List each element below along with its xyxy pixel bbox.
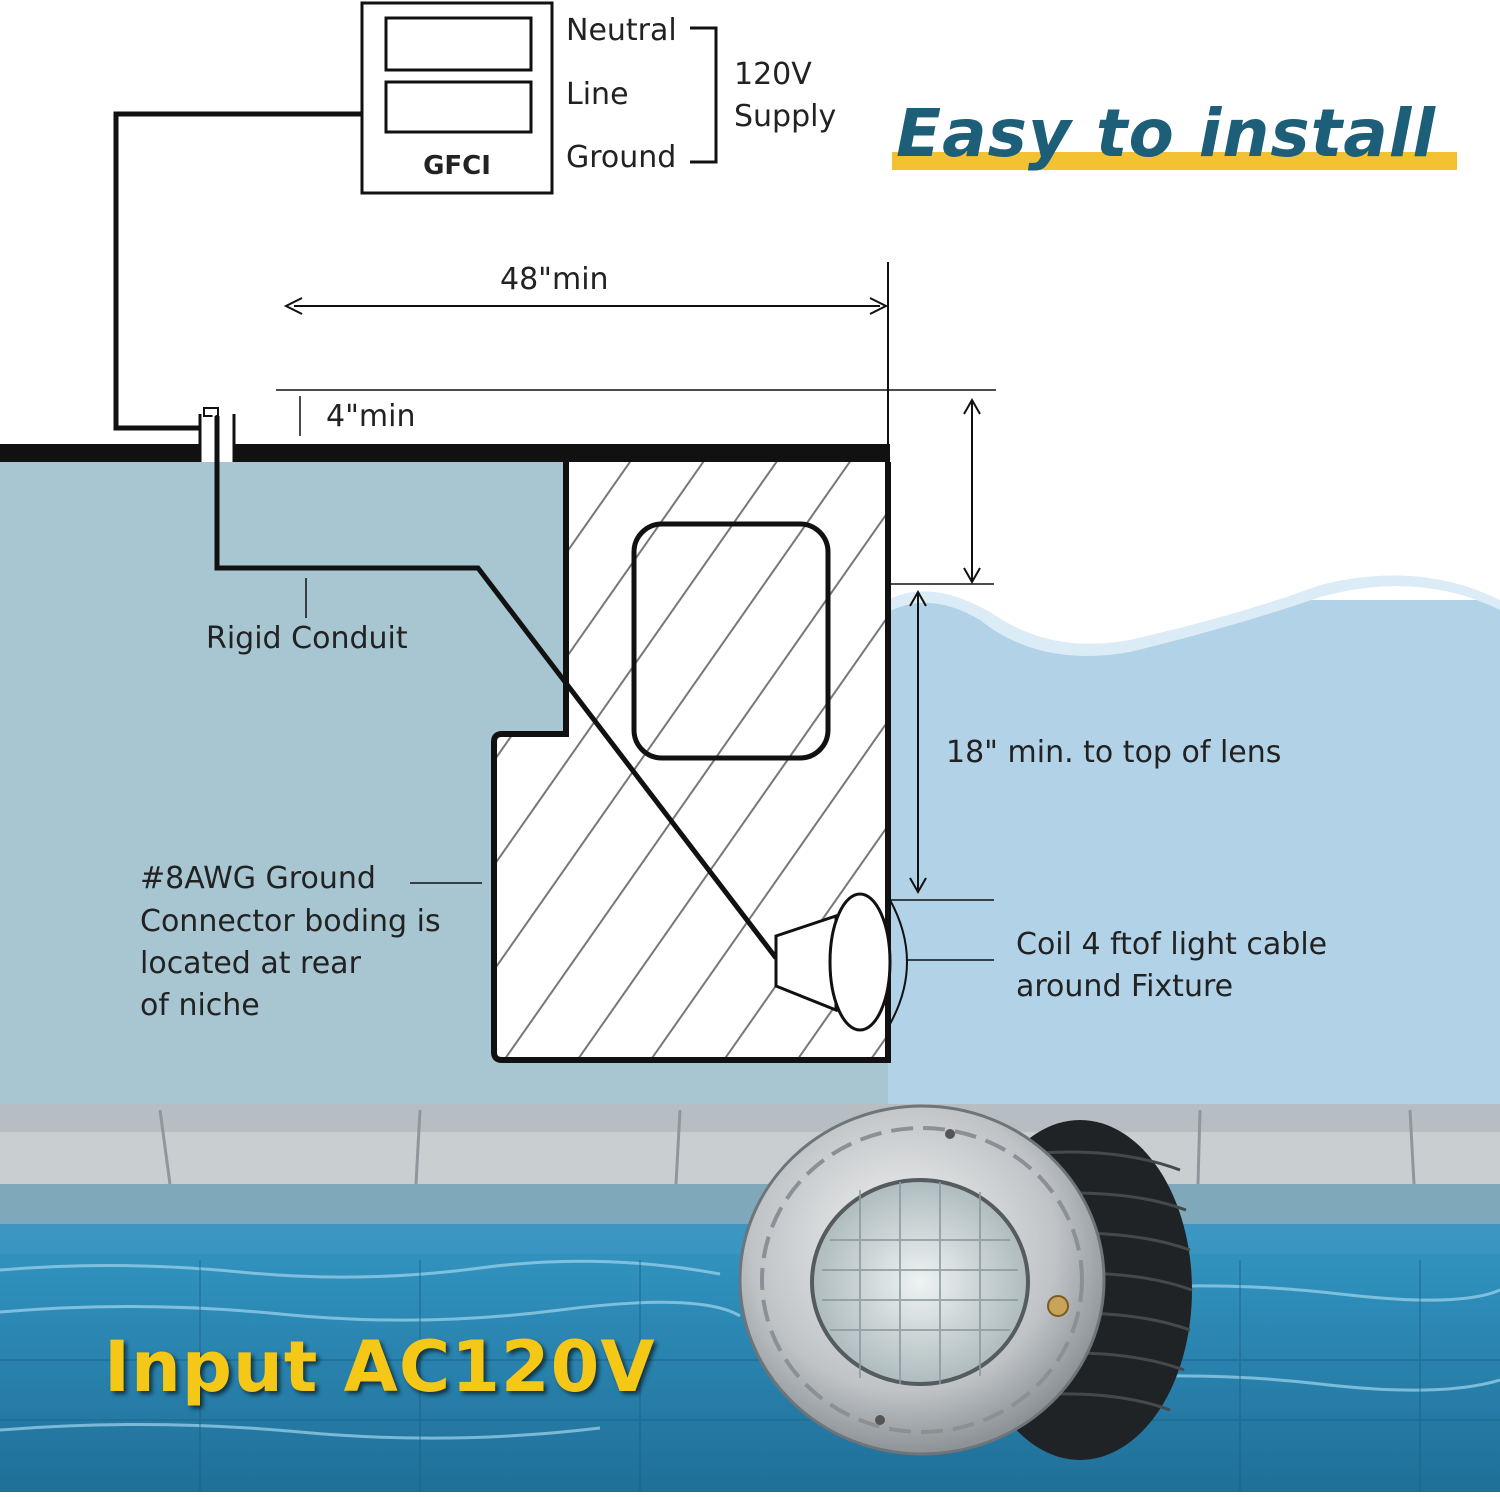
lens-depth-label: 18" min. to top of lens — [946, 735, 1282, 770]
ground-connector-line-1: #8AWG Ground — [140, 861, 376, 896]
supply-voltage-label: 120V — [734, 57, 812, 92]
input-voltage-caption: Input AC120V — [104, 1326, 656, 1408]
gfci-label: GFCI — [423, 151, 491, 181]
coil-line-2: around Fixture — [1016, 969, 1234, 1004]
coil-line-1: Coil 4 ftof light cable — [1016, 927, 1328, 962]
pool-photo — [0, 1104, 1500, 1492]
water-area — [888, 600, 1500, 1104]
width-min-label: 48"min — [500, 262, 609, 297]
deck-right — [234, 444, 890, 462]
ground-connector-line-3: located at rear — [140, 946, 361, 981]
supply-wire — [113, 111, 362, 431]
pool-light-fixture-photo — [738, 1104, 1106, 1456]
ground-connector-line-4: of niche — [140, 988, 260, 1023]
gfci-slot-top — [384, 16, 533, 72]
fixture-body — [774, 913, 838, 1013]
rigid-conduit — [214, 416, 778, 960]
height-min-label: 4"min — [326, 399, 416, 434]
line-label: Line — [566, 77, 629, 112]
deck-left — [0, 444, 200, 462]
supply-label: Supply — [734, 99, 837, 134]
rigid-conduit-label: Rigid Conduit — [206, 621, 408, 656]
fixture-flange — [828, 892, 892, 1032]
conduit-cap — [203, 407, 219, 417]
gfci-slot-bottom — [384, 80, 533, 134]
headline: Easy to install — [896, 95, 1437, 172]
niche-outline — [491, 462, 891, 1063]
neutral-label: Neutral — [566, 13, 677, 48]
ground-label: Ground — [566, 140, 677, 175]
fixture-lens — [889, 899, 908, 1025]
headline-underline — [892, 152, 1457, 170]
ground-connector-line-2: Connector boding is — [140, 904, 441, 939]
niche-inner-box — [631, 521, 831, 761]
supply-bracket — [690, 26, 718, 164]
water-wave — [888, 575, 1500, 656]
